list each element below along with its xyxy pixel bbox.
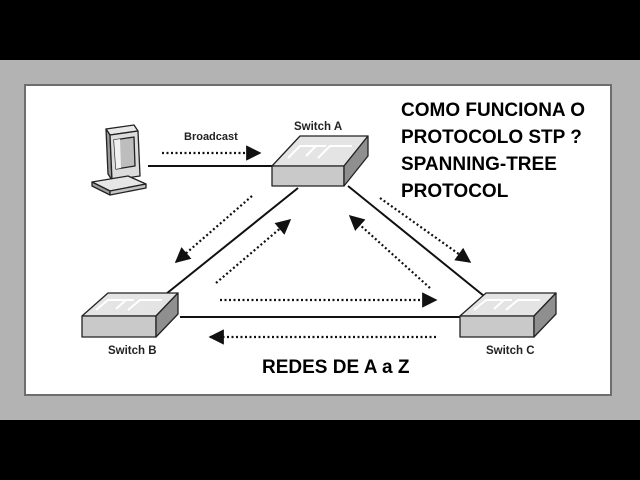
switch-b-label: Switch B — [108, 345, 157, 357]
switch-c-icon — [459, 292, 557, 338]
title-line-4: PROTOCOL — [401, 181, 509, 202]
link-switch-a-switch-b — [165, 187, 299, 295]
computer-icon — [91, 124, 147, 196]
link-switch-a-switch-c — [347, 185, 485, 297]
title-line-2: PROTOCOLO STP ? — [401, 127, 582, 148]
title-line-1: COMO FUNCIONA O — [401, 100, 586, 121]
title-line-3: SPANNING-TREE — [401, 154, 557, 175]
switch-a-label: Switch A — [294, 121, 343, 133]
switch-c-label: Switch C — [486, 345, 535, 357]
switch-b-icon — [81, 292, 179, 338]
switch-a-icon — [271, 135, 369, 187]
broadcast-label: Broadcast — [184, 131, 238, 143]
arrow-c-to-a — [348, 214, 431, 289]
arrow-a-to-c — [379, 197, 472, 263]
footer-caption: REDES DE A a Z — [262, 357, 410, 378]
arrow-a-to-b — [174, 195, 253, 264]
title-block: COMO FUNCIONA O PROTOCOLO STP ? SPANNING… — [401, 97, 585, 205]
arrow-b-to-a — [215, 219, 292, 284]
